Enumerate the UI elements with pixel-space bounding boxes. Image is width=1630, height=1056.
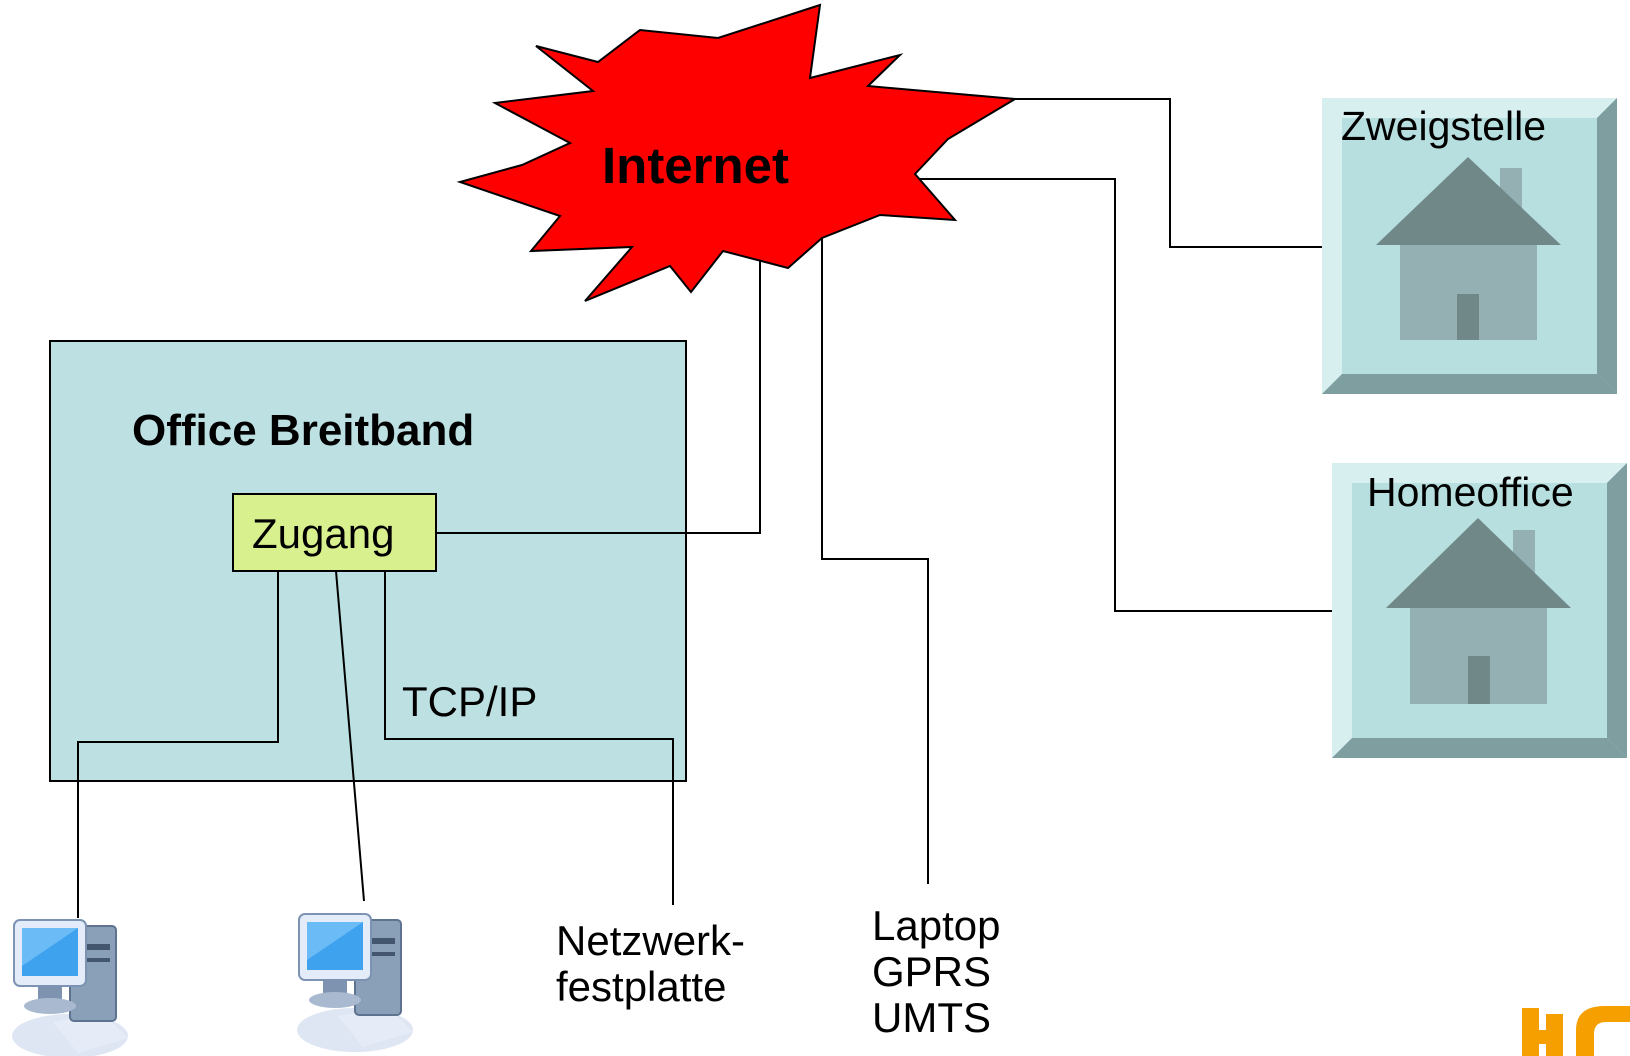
- link-internet-zweigstelle: [1015, 98, 1340, 248]
- zweigstelle-label: Zweigstelle: [1341, 103, 1547, 149]
- homeoffice-panel: [1332, 463, 1627, 758]
- desktop-computer-icon: [12, 919, 128, 1056]
- zweigstelle-panel: [1322, 98, 1617, 394]
- link-internet-homeoffice: [915, 178, 1334, 612]
- connection-lines: [77, 98, 1340, 918]
- link-access-pc1: [77, 571, 279, 918]
- link-access-nas: [384, 571, 674, 905]
- link-access-pc2: [335, 570, 365, 902]
- house-icon: [1376, 157, 1561, 340]
- laptop-label: Laptop GPRS UMTS: [872, 902, 1001, 1042]
- internet-cloud: [456, 3, 1019, 302]
- internet-label: Internet: [602, 137, 790, 194]
- access-box: [232, 493, 437, 572]
- link-access-internet: [437, 255, 761, 534]
- homeoffice-label: Homeoffice: [1367, 469, 1574, 515]
- nas-label: Netzwerk- festplatte: [556, 917, 746, 1011]
- office-title: Office Breitband: [132, 406, 475, 455]
- desktop-computer-icon: [297, 913, 413, 1052]
- house-icon: [1386, 518, 1571, 704]
- access-label: Zugang: [252, 510, 395, 557]
- link-internet-laptop: [821, 238, 929, 884]
- brand-logo: [1522, 1006, 1630, 1056]
- protocol-label: TCP/IP: [402, 678, 538, 725]
